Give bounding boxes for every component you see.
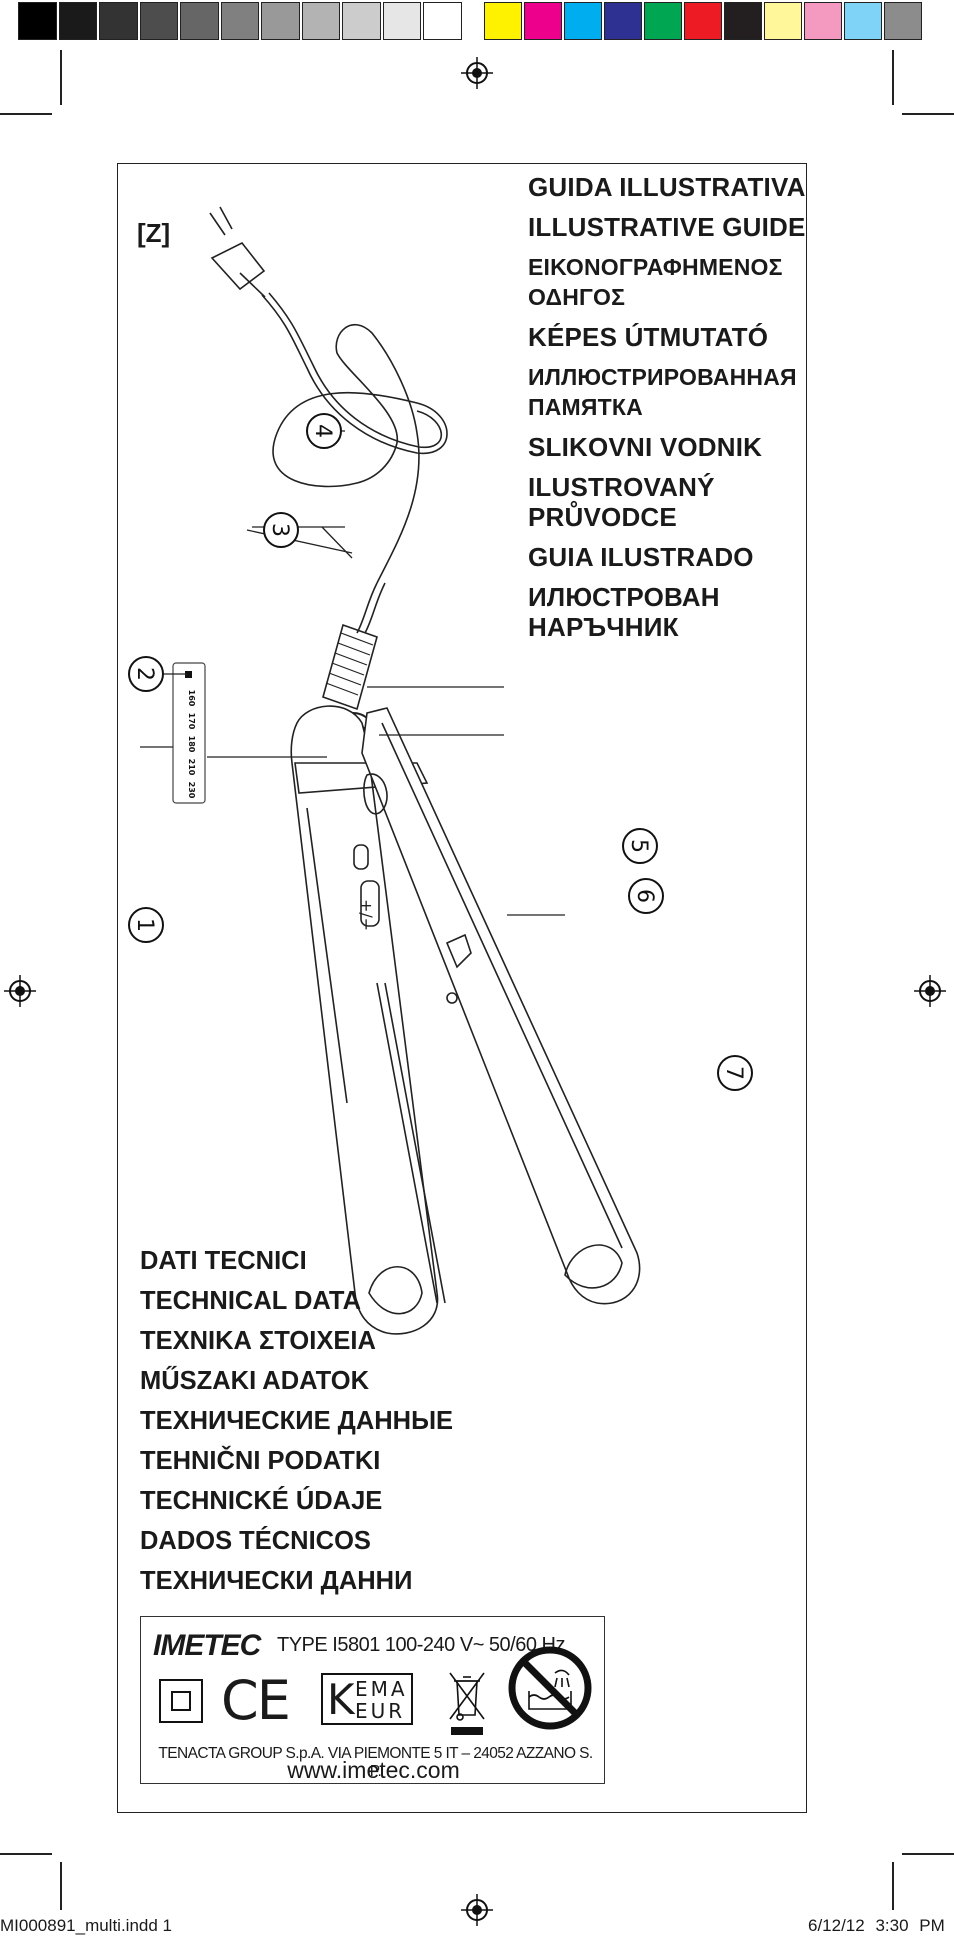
kema-top: EMA <box>355 1677 408 1701</box>
crop-mark <box>0 113 52 115</box>
technical-data-title: ТЕХНИЧЕСКИ ДАННИ <box>140 1567 413 1595</box>
crop-mark <box>902 1853 954 1855</box>
figure-label: [Z] <box>137 218 171 248</box>
crop-mark <box>60 1862 62 1910</box>
callout-number: 3 <box>267 523 292 537</box>
callout-1: 1 <box>128 907 164 943</box>
registration-mark-icon <box>4 975 36 1007</box>
no-water-use-icon <box>508 1646 592 1730</box>
manufacturer-address: TENACTA GROUP S.p.A. VIA PIEMONTE 5 IT –… <box>158 1745 593 1780</box>
guide-title: GUIDA ILLUSTRATIVA <box>528 172 806 202</box>
color-swatch <box>564 2 602 40</box>
color-swatch <box>724 2 762 40</box>
callout-5: 5 <box>622 828 658 864</box>
color-swatch <box>844 2 882 40</box>
callout-3: 3 <box>263 512 299 548</box>
type-rating-text: TYPE I5801 100-240 V~ 50/60 Hz <box>277 1634 565 1656</box>
callout-4: 4 <box>306 413 342 449</box>
callout-2: 2 <box>128 656 164 692</box>
guide-title: ИЛЮСТРОВАН НАРЪЧНИК <box>528 582 720 642</box>
kema-keur-icon: K EMA EUR <box>321 1673 413 1725</box>
gray-swatch <box>180 2 219 40</box>
technical-data-title: ΤΕΧΝΙΚΑ ΣΤΟΙΧΕΙΑ <box>140 1327 376 1355</box>
temperature-value: 160 <box>187 690 196 707</box>
technical-data-title: TEHNIČNI PODATKI <box>140 1447 381 1475</box>
crop-mark <box>0 1853 52 1855</box>
color-swatch <box>644 2 682 40</box>
callout-number: 7 <box>721 1066 746 1080</box>
callout-6: 6 <box>628 878 664 914</box>
temperature-value: 210 <box>187 759 196 776</box>
gray-swatch <box>382 2 421 40</box>
gray-swatch <box>423 2 462 40</box>
temperature-value: 170 <box>187 713 196 730</box>
technical-data-title-list: DATI TECNICI TECHNICAL DATA ΤΕΧΝΙΚΑ ΣΤΟΙΧΕ… <box>140 1246 453 1606</box>
gray-swatch <box>220 2 259 40</box>
hair-straightener-illustration: +/− 160 170 180 210 230 1 2 3 4 5 6 7 <box>128 206 753 1335</box>
svg-text:+/−: +/− <box>357 899 376 931</box>
gray-swatch <box>301 2 340 40</box>
weee-crossed-bin-icon <box>449 1672 485 1735</box>
technical-data-title: TECHNICAL DATA <box>140 1287 361 1315</box>
color-swatch <box>604 2 642 40</box>
technical-data-title: ТЕХНИЧЕСКИЕ ДАННЫЕ <box>140 1407 454 1435</box>
color-swatch <box>884 2 922 40</box>
color-swatch <box>764 2 802 40</box>
crop-mark <box>60 50 62 105</box>
callout-number: 4 <box>310 424 335 438</box>
footer-file-name: MI000891_multi.indd 1 <box>0 1916 173 1935</box>
technical-data-title: DATI TECNICI <box>140 1247 307 1275</box>
guide-title: ILUSTROVANÝ PRŮVODCE <box>528 472 715 532</box>
kema-bottom: EUR <box>355 1699 406 1723</box>
double-insulation-icon <box>159 1679 203 1723</box>
registration-mark-icon <box>914 975 946 1007</box>
guide-title-list: GUIDA ILLUSTRATIVA ILLUSTRATIVE GUIDE ΕΙΚΟ… <box>528 172 818 652</box>
website-url[interactable]: www.imetec.com <box>287 1757 460 1783</box>
registration-mark-icon <box>461 57 493 89</box>
brand-logo: IMETEC <box>153 1629 261 1662</box>
kema-k: K <box>327 1675 355 1724</box>
gray-swatch <box>261 2 300 40</box>
page-frame <box>117 163 807 1813</box>
color-swatch <box>684 2 722 40</box>
callout-number: 6 <box>632 889 657 903</box>
guide-title: ИЛЛЮСТРИРОВАННАЯ ПАМЯТКА <box>528 364 797 420</box>
ce-mark-icon: CE <box>221 1669 291 1732</box>
guide-title: KÉPES ÚTMUTATÓ <box>528 322 769 352</box>
temperature-value: 230 <box>187 782 196 799</box>
color-swatch <box>804 2 842 40</box>
crop-mark <box>892 1862 894 1910</box>
callout-number: 5 <box>626 839 651 853</box>
process-color-bar <box>484 2 924 42</box>
crop-mark <box>892 50 894 105</box>
plug-icon <box>209 206 266 298</box>
gray-swatch <box>342 2 381 40</box>
crop-mark <box>902 113 954 115</box>
color-swatch <box>484 2 522 40</box>
temperature-value: 180 <box>187 736 196 753</box>
callout-number: 2 <box>132 667 157 681</box>
grayscale-color-bar <box>18 2 464 42</box>
rating-plate: IMETEC TYPE I5801 100-240 V~ 50/60 Hz CE… <box>140 1616 605 1784</box>
color-swatch <box>524 2 562 40</box>
callout-number: 1 <box>132 918 157 932</box>
gray-swatch <box>58 2 97 40</box>
temperature-display-panel <box>172 662 206 804</box>
gray-swatch <box>139 2 178 40</box>
technical-data-title: DADOS TÉCNICOS <box>140 1527 371 1555</box>
guide-title: ΕΙΚΟΝΟΓΡΑΦΗΜΕΝΟΣ ΟΔΗΓΟΣ <box>528 254 783 310</box>
technical-data-title: TECHNICKÉ ÚDAJE <box>140 1487 383 1515</box>
guide-title: ILLUSTRATIVE GUIDE <box>528 212 806 242</box>
callout-7: 7 <box>717 1055 753 1091</box>
gray-swatch <box>99 2 138 40</box>
gray-swatch <box>18 2 57 40</box>
footer-datetime: 6/12/12 3:30 PM <box>808 1916 945 1935</box>
guide-title: GUIA ILUSTRADO <box>528 542 754 572</box>
registration-mark-icon <box>461 1894 493 1926</box>
technical-data-title: MŰSZAKI ADATOK <box>140 1367 370 1395</box>
guide-title: SLIKOVNI VODNIK <box>528 432 763 462</box>
